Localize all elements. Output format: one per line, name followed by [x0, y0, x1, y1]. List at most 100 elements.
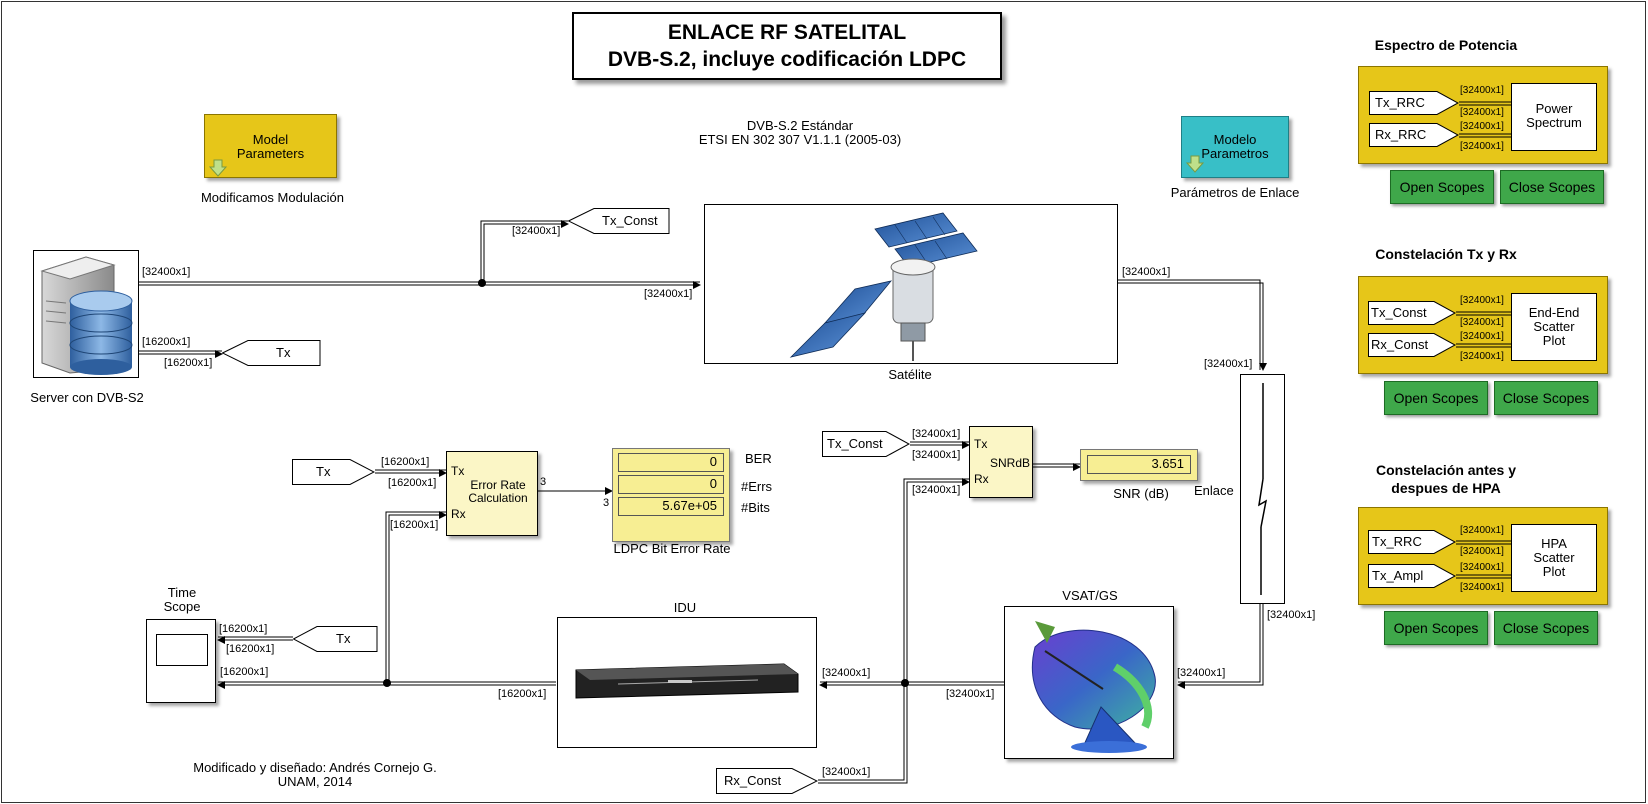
power-spectrum-block[interactable]: Power Spectrum	[1511, 83, 1597, 151]
tag-label: Tx_Const	[602, 213, 658, 228]
block-line1: End-End	[1528, 305, 1580, 320]
goto-tag-tx-const[interactable]: Tx_Const	[568, 208, 670, 234]
goto-tag-rx-const[interactable]: Rx_Const	[716, 768, 818, 794]
signal-label: [32400x1]	[1460, 582, 1504, 593]
credits-line2: UNAM, 2014	[277, 774, 353, 789]
errs-label: #Errs	[741, 479, 773, 494]
panel-wires	[1459, 101, 1511, 138]
tag-label: Rx_RRC	[1375, 127, 1427, 142]
from-tag-tx-const[interactable]: Tx_Const	[1368, 301, 1456, 325]
from-tag-tx-rrc[interactable]: Tx_RRC	[1368, 530, 1456, 554]
from-tag-tx[interactable]: Tx	[292, 459, 375, 485]
satellite-block[interactable]	[704, 204, 1118, 364]
error-rate-calculation-block[interactable]: Tx Error Rate Calculation Rx	[446, 451, 538, 536]
idu-caption: IDU	[673, 600, 697, 615]
hpa-panel: Tx_RRC Tx_Ampl [32400x1] [32400x1] [3240…	[1358, 507, 1608, 605]
signal-label: [32400x1]	[1460, 295, 1504, 306]
block-line3: Plot	[1542, 333, 1566, 348]
signal-label: [32400x1]	[1460, 121, 1504, 132]
signal-label: [32400x1]	[1460, 317, 1504, 328]
signal-label: [32400x1]	[1460, 351, 1504, 362]
title-line2: DVB-S.2, incluye codificación LDPC	[607, 48, 967, 71]
bits-value: 5.67e+05	[618, 497, 724, 516]
input-port-count: 3	[603, 497, 610, 509]
receiver-device-icon	[575, 663, 799, 699]
power-spectrum-panel: Tx_RRC Rx_RRC [32400x1] [32400x1] [32400…	[1358, 66, 1608, 164]
signal-label: [16200x1]	[219, 623, 268, 635]
from-tag-tx-ampl[interactable]: Tx_Ampl	[1368, 564, 1456, 588]
close-scopes-button[interactable]: Close Scopes	[1494, 381, 1598, 415]
model-params-label1: Model	[252, 132, 289, 147]
scope-screen-icon	[156, 634, 208, 666]
open-scopes-button[interactable]: Open Scopes	[1390, 170, 1494, 204]
modelo-params-label2: Parametros	[1201, 146, 1269, 161]
from-tag-rx-const[interactable]: Rx_Const	[1368, 333, 1456, 357]
time-scope-block[interactable]	[146, 619, 216, 703]
idu-block[interactable]	[557, 617, 817, 748]
credits: Modificado y diseñado: Andrés Cornejo G.…	[170, 761, 460, 789]
tag-label: Tx_RRC	[1375, 95, 1425, 110]
from-tag-tx-rrc[interactable]: Tx_RRC	[1369, 91, 1459, 115]
goto-tag-tx[interactable]: Tx	[222, 340, 321, 366]
ber-value: 0	[618, 453, 724, 472]
model-title: ENLACE RF SATELITAL DVB-S.2, incluye cod…	[572, 12, 1002, 80]
from-tag-tx-scope[interactable]: Tx	[293, 626, 378, 652]
satellite-caption: Satélite	[888, 367, 932, 382]
vsat-gs-block[interactable]	[1004, 606, 1174, 759]
ber-caption: LDPC Bit Error Rate	[613, 541, 731, 556]
tag-label: Rx_Const	[724, 773, 782, 788]
model-parameters-block[interactable]: Model Parameters	[204, 114, 337, 178]
signal-label: [32400x1]	[912, 484, 961, 496]
port-rx: Rx	[974, 472, 989, 486]
from-tag-rx-rrc[interactable]: Rx_RRC	[1369, 123, 1459, 147]
signal-label: [16200x1]	[142, 336, 191, 348]
hpa-scatter-plot-block[interactable]: HPA Scatter Plot	[1511, 524, 1597, 592]
tag-label: Tx	[276, 345, 291, 360]
tag-label: Tx_Ampl	[1372, 568, 1424, 583]
signal-label: [32400x1]	[1122, 266, 1171, 278]
enlace-caption: Enlace	[1194, 483, 1234, 498]
server-dvb-s2-block[interactable]	[33, 250, 139, 378]
end-end-scatter-plot-block[interactable]: End-End Scatter Plot	[1511, 293, 1597, 361]
enlace-channel-block[interactable]	[1240, 374, 1285, 604]
server-caption: Server con DVB-S2	[30, 390, 144, 405]
signal-label: [32400x1]	[1204, 358, 1253, 370]
signal-label: [32400x1]	[822, 667, 871, 679]
panel-title-constellation: Constelación Tx y Rx	[1375, 246, 1517, 262]
signal-label: [16200x1]	[220, 666, 269, 678]
signal-label: [16200x1]	[388, 477, 437, 489]
panel-title-hpa: Constelación antes y despues de HPA	[1375, 462, 1517, 496]
close-scopes-button[interactable]: Close Scopes	[1500, 170, 1604, 204]
from-tag-tx-const[interactable]: Tx_Const	[822, 431, 910, 457]
time-scope-title: Time Scope	[146, 586, 218, 614]
close-scopes-button[interactable]: Close Scopes	[1494, 611, 1598, 645]
signal-label: [32400x1]	[1177, 667, 1226, 679]
open-scopes-button[interactable]: Open Scopes	[1384, 611, 1488, 645]
snr-display: 3.651	[1080, 449, 1198, 481]
open-scopes-button[interactable]: Open Scopes	[1384, 381, 1488, 415]
modelo-parametros-block[interactable]: Modelo Parametros	[1181, 116, 1289, 178]
title-line1: ENLACE RF SATELITAL	[667, 21, 907, 44]
signal-label: [32400x1]	[1267, 609, 1316, 621]
tag-label: Tx	[336, 631, 351, 646]
snr-db-block[interactable]: Tx SNRdB Rx	[969, 426, 1033, 498]
ber-label: BER	[745, 451, 772, 466]
down-arrow-icon	[209, 159, 227, 177]
standard-line1: DVB-S.2 Estándar	[746, 118, 854, 133]
signal-label: [32400x1]	[1460, 107, 1504, 118]
signal-label: [16200x1]	[390, 519, 439, 531]
signal-label: [32400x1]	[1460, 525, 1504, 536]
error-rate-line2: Calculation	[468, 491, 528, 505]
vsat-caption: VSAT/GS	[1062, 588, 1118, 603]
panel-wires	[1456, 311, 1511, 348]
block-line1: HPA	[1541, 536, 1567, 551]
signal-label: [16200x1]	[226, 643, 275, 655]
satellite-dish-icon	[1031, 621, 1156, 753]
time-scope-line2: Scope	[163, 599, 201, 614]
block-line2: Scatter	[1533, 550, 1575, 565]
modelo-params-label1: Modelo	[1213, 132, 1257, 147]
signal-label: [32400x1]	[644, 288, 693, 300]
signal-label: [32400x1]	[912, 449, 961, 461]
constellation-panel: Tx_Const Rx_Const [32400x1] [32400x1] [3…	[1358, 276, 1608, 374]
